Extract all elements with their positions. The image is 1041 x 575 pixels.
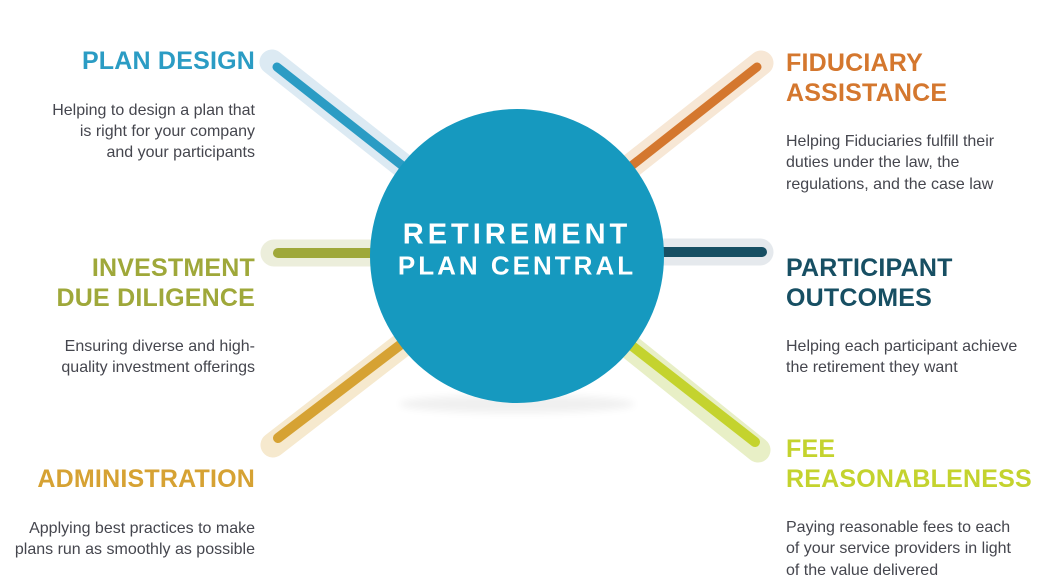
fiduciary-assistance-title: FIDUCIARY ASSISTANCE bbox=[786, 49, 948, 107]
center-title-line2: PLAN CENTRAL bbox=[397, 251, 637, 282]
center-title-line1: RETIREMENT bbox=[402, 218, 632, 251]
plan-design-description: Helping to design a plan that is right f… bbox=[52, 101, 255, 162]
investment-due-diligence-title: INVESTMENT DUE DILIGENCE bbox=[56, 254, 255, 312]
center-circle-label: RETIREMENT PLAN CENTRAL bbox=[397, 218, 637, 282]
section-fee-reasonableness: FEE REASONABLENESS Paying reasonable fee… bbox=[786, 417, 1032, 575]
section-plan-design: PLAN DESIGN Helping to design a plan tha… bbox=[52, 29, 255, 182]
circle-shadow bbox=[399, 395, 635, 413]
participant-outcomes-description: Helping each participant achieve the ret… bbox=[786, 338, 1018, 377]
fee-reasonableness-description: Paying reasonable fees to each of your s… bbox=[786, 519, 1011, 575]
fee-reasonableness-title: FEE REASONABLENESS bbox=[786, 435, 1032, 493]
section-fiduciary-assistance: FIDUCIARY ASSISTANCE Helping Fiduciaries… bbox=[786, 31, 994, 213]
plan-design-title: PLAN DESIGN bbox=[81, 47, 255, 75]
section-administration: ADMINISTRATION Applying best practices t… bbox=[15, 447, 255, 575]
participant-outcomes-title: PARTICIPANT OUTCOMES bbox=[786, 254, 953, 312]
section-investment-due-diligence: INVESTMENT DUE DILIGENCE Ensuring divers… bbox=[57, 236, 255, 397]
center-circle bbox=[370, 109, 664, 403]
section-participant-outcomes: PARTICIPANT OUTCOMES Helping each partic… bbox=[786, 236, 1017, 397]
administration-description: Applying best practices to make plans ru… bbox=[14, 519, 255, 558]
administration-title: ADMINISTRATION bbox=[37, 465, 255, 493]
investment-due-diligence-description: Ensuring diverse and high- quality inves… bbox=[61, 338, 255, 377]
fiduciary-assistance-description: Helping Fiduciaries fulfill their duties… bbox=[786, 133, 995, 193]
